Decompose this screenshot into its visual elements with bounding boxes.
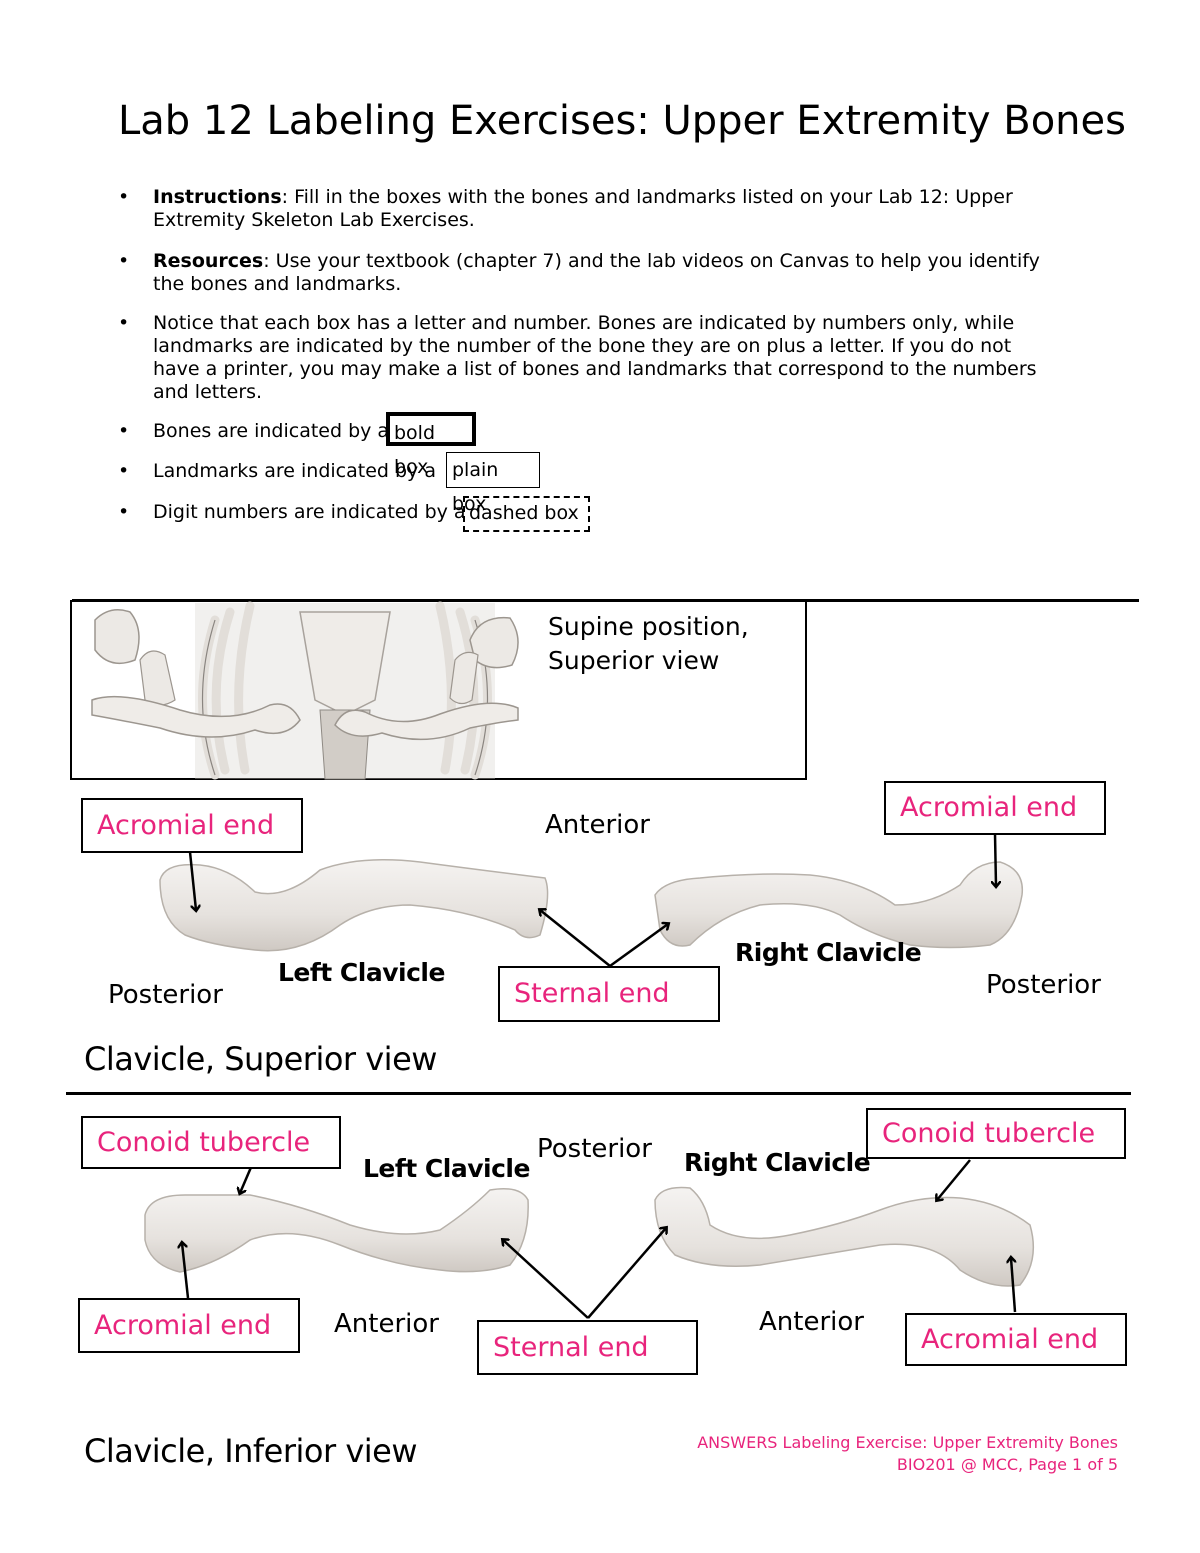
inferior-anterior-right-label: Anterior — [759, 1307, 864, 1337]
inferior-right-clavicle-label: Right Clavicle — [684, 1148, 871, 1177]
page-title: Lab 12 Labeling Exercises: Upper Extremi… — [118, 98, 1126, 144]
dashed-box-example: dashed box — [463, 496, 590, 532]
inferior-left-clavicle-label: Left Clavicle — [363, 1154, 530, 1183]
superior-right-clavicle-label: Right Clavicle — [735, 938, 922, 967]
superior-posterior-left-label: Posterior — [108, 980, 223, 1010]
left-clavicle-superior-image — [159, 859, 549, 952]
page-footer: ANSWERS Labeling Exercise: Upper Extremi… — [697, 1432, 1118, 1476]
bullet-dot: • — [118, 460, 130, 482]
inferior-conoid-right-box[interactable]: Conoid tubercle — [866, 1108, 1126, 1159]
divider-middle — [66, 1092, 1131, 1095]
superior-acromial-right-box[interactable]: Acromial end — [884, 781, 1106, 835]
bullet-text: Landmarks are indicated by a — [153, 460, 436, 482]
inferior-sternal-box[interactable]: Sternal end — [477, 1320, 698, 1375]
bullet-bold: Resources — [153, 250, 264, 272]
inferior-anterior-left-label: Anterior — [334, 1309, 439, 1339]
supine-line1: Supine position, — [548, 612, 749, 641]
superior-acromial-left-box[interactable]: Acromial end — [81, 798, 303, 853]
footer-line2: BIO201 @ MCC, Page 1 of 5 — [896, 1455, 1118, 1474]
bullet-dot: • — [118, 420, 130, 442]
plain-box-example: plain box — [446, 452, 540, 515]
inferior-conoid-left-box[interactable]: Conoid tubercle — [81, 1116, 341, 1169]
superior-anterior-label: Anterior — [545, 810, 650, 840]
bullet-text: Notice that each box has a letter and nu… — [153, 312, 1037, 403]
inferior-acromial-left-box[interactable]: Acromial end — [78, 1298, 300, 1353]
bullet-bold: Instructions — [153, 186, 282, 208]
supine-figure-frame — [70, 600, 807, 780]
bullet-text: : Fill in the boxes with the bones and l… — [153, 186, 1013, 231]
bullet-dot: • — [118, 312, 130, 334]
supine-line2: Superior view — [548, 646, 720, 675]
supine-skeleton-image — [91, 601, 519, 780]
bullet-text: Bones are indicated by a — [153, 420, 390, 442]
bullet-text: : Use your textbook (chapter 7) and the … — [153, 250, 1040, 295]
bullet-dot: • — [118, 186, 130, 208]
superior-left-clavicle-label: Left Clavicle — [278, 958, 445, 987]
bullet-dot: • — [118, 501, 130, 523]
bullet-text: Digit numbers are indicated by a — [153, 501, 466, 523]
superior-posterior-right-label: Posterior — [986, 970, 1101, 1000]
right-clavicle-superior-image — [654, 861, 1024, 949]
footer-line1: ANSWERS Labeling Exercise: Upper Extremi… — [697, 1433, 1118, 1452]
inferior-acromial-right-box[interactable]: Acromial end — [905, 1313, 1127, 1366]
right-clavicle-inferior-image — [654, 1186, 1035, 1287]
inferior-posterior-label: Posterior — [537, 1134, 652, 1164]
bullet-dot: • — [118, 250, 130, 272]
bold-box-example: bold box — [386, 412, 476, 478]
superior-section-heading: Clavicle, Superior view — [84, 1040, 437, 1078]
inferior-section-heading: Clavicle, Inferior view — [84, 1432, 418, 1470]
left-clavicle-inferior-image — [144, 1188, 529, 1273]
superior-sternal-box[interactable]: Sternal end — [498, 966, 720, 1022]
